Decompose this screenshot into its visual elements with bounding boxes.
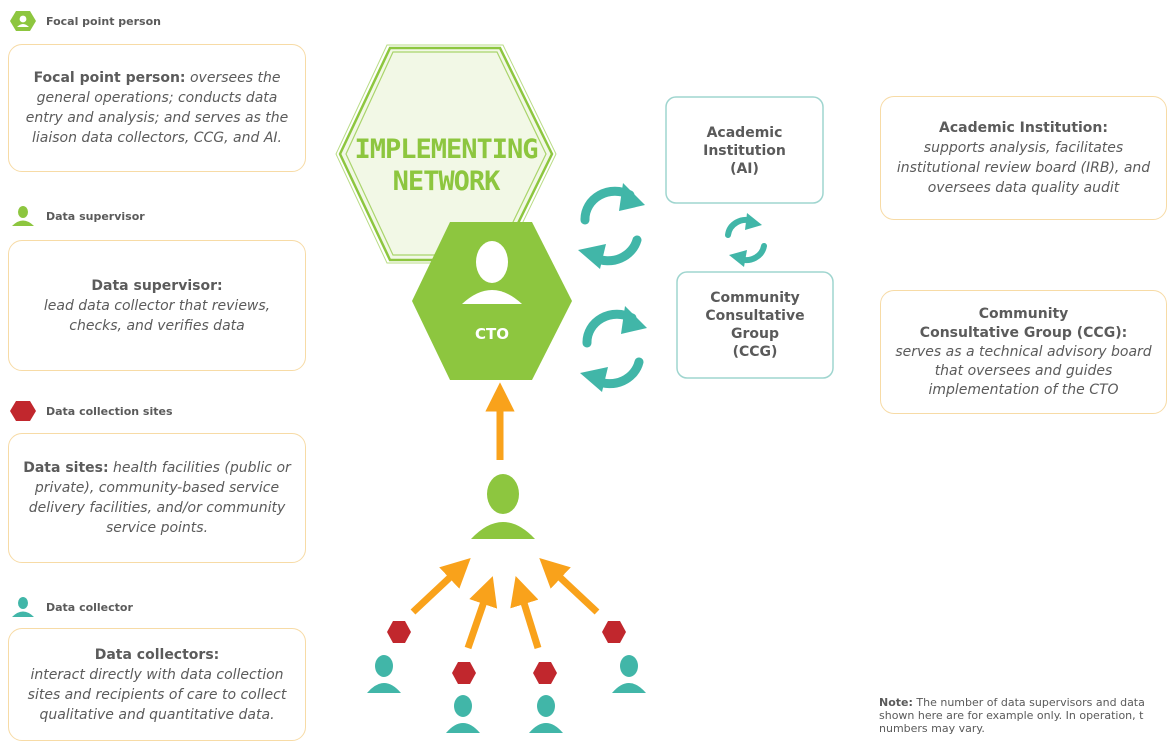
legend-sites-heading: Data collection sites [10,400,173,422]
collector-card: Data collectors: interact directly with … [8,628,306,741]
legend-focal-label: Focal point person [46,14,161,28]
collector-person-4-icon [612,655,646,693]
cto-label: CTO [475,325,509,343]
ccg-box-line3: Group [730,326,779,342]
arrow-collector-2 [464,576,498,650]
supervisor-card: Data supervisor: lead data collector tha… [8,240,306,371]
supervisor-person-icon [471,474,535,539]
implementing-network-label: IMPLEMENTING NETWORK [346,134,546,198]
ccg-box-line1: Community [710,290,800,306]
note-text-1: The number of data supervisors and data [912,696,1145,709]
teal-person-icon [12,597,34,617]
red-hexagon-icon [10,401,36,421]
site-hexagon-3 [533,662,557,684]
network-label-line2: NETWORK [392,166,501,197]
ai-description-title: Academic Institution: [939,120,1108,136]
legend-supervisor-heading: Data supervisor [10,205,145,227]
legend-focal-heading: Focal point person [10,10,161,32]
ccg-box-line2: Consultative [705,308,805,324]
legend-sites-label: Data collection sites [46,404,173,418]
person-in-green-hexagon-icon [10,11,36,31]
note-label: Note: [879,696,913,709]
site-hexagon-4 [602,621,626,643]
collector-card-title: Data collectors: [94,646,220,663]
cto-person-body-icon [462,290,522,304]
focal-card-title: Focal point person: [33,70,186,86]
arrow-collector-1 [410,557,471,615]
ai-box-line2: Institution [703,143,786,159]
ccg-description-card: Community Consultative Group (CCG): serv… [880,290,1167,414]
collector-person-3-icon [529,695,563,733]
site-hexagon-1 [387,621,411,643]
sites-card-desc: health facilities (public or private), c… [28,460,291,536]
cycle-arrows-network-ai-icon [578,183,645,269]
ai-box [665,96,824,204]
note-text-3: numbers may vary. [879,722,985,735]
ccg-description-text: serves as a technical advisory board tha… [895,343,1152,398]
note-text-2: shown here are for example only. In oper… [879,709,1144,722]
ai-description-text: supports analysis, facilitates instituti… [896,140,1151,196]
cycle-arrows-network-ccg-icon [580,306,647,392]
site-hexagon-2 [452,662,476,684]
ccg-box-label: Community Consultative Group (CCG) [677,289,833,361]
supervisor-card-desc: lead data collector that reviews, checks… [43,297,271,334]
sites-card: Data sites: health facilities (public or… [8,433,306,563]
sites-card-title: Data sites: [23,460,109,476]
ai-box-line3: (AI) [730,161,759,177]
legend-supervisor-label: Data supervisor [46,209,145,223]
collector-card-desc: interact directly with data collection s… [27,666,287,723]
cto-person-head-icon [476,241,508,283]
ccg-description-title-1: Community [978,305,1069,322]
cycle-arrows-ai-ccg-icon [725,213,767,267]
collector-person-1-icon [367,655,401,693]
arrow-collector-3 [510,575,542,650]
legend-collector-label: Data collector [46,600,133,614]
ccg-description-title-2: Consultative Group (CCG): [919,324,1128,341]
ai-box-label: Academic Institution (AI) [666,124,823,178]
network-label-line1: IMPLEMENTING [354,134,538,165]
legend-collector-heading: Data collector [10,596,133,618]
note: Note: The number of data supervisors and… [879,696,1169,735]
green-person-icon [12,206,34,226]
arrow-collector-4 [539,557,600,615]
ai-description-card: Academic Institution: supports analysis,… [880,96,1167,220]
focal-card: Focal point person: oversees the general… [8,44,306,172]
ai-box-line1: Academic [706,125,783,141]
collector-person-2-icon [446,695,480,733]
ccg-box-line4: (CCG) [732,344,778,360]
ccg-box [676,271,834,379]
focal-card-desc: oversees the general operations; conduct… [25,70,289,146]
supervisor-card-title: Data supervisor: [91,277,223,294]
cto-hexagon [412,222,572,380]
